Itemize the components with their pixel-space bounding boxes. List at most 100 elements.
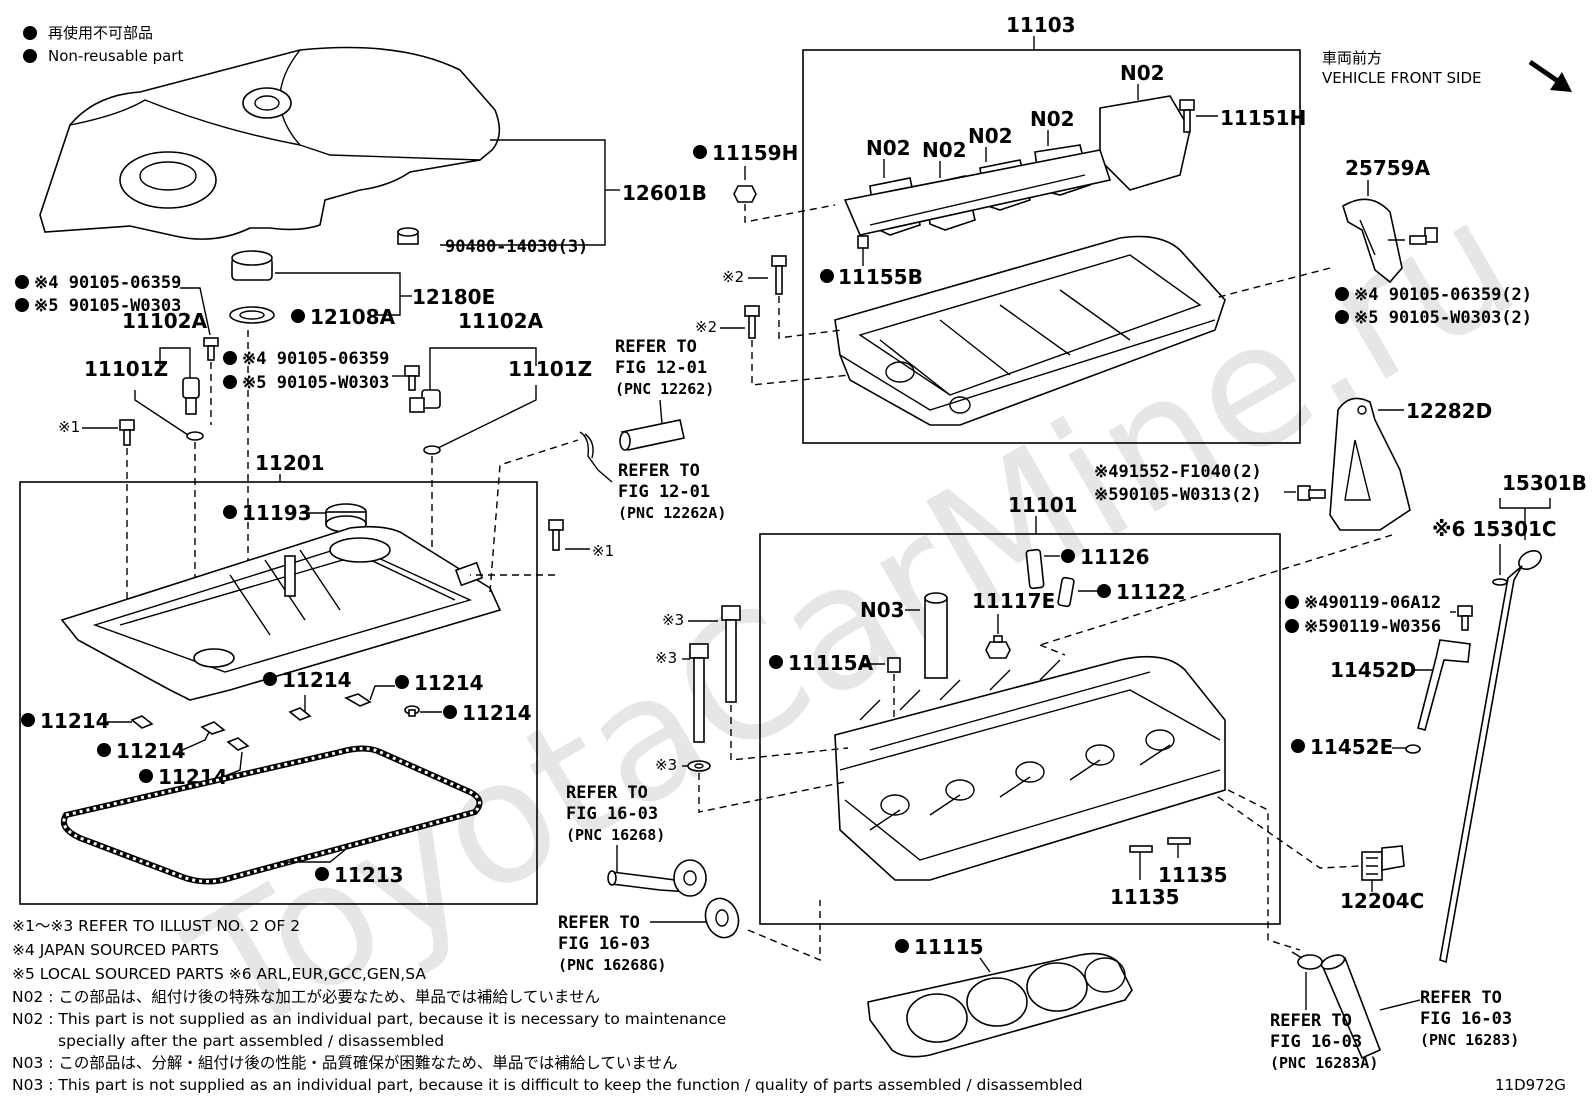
label-N02-2: N02 bbox=[922, 138, 967, 162]
label-15301C: ※6 15301C bbox=[1432, 517, 1557, 541]
label-tl-5: ※5 90105-W0303 bbox=[34, 296, 181, 316]
non-reusable-dot-icon bbox=[1285, 595, 1299, 609]
cam-position-sensor-left[interactable] bbox=[182, 377, 200, 415]
bolt-icon bbox=[203, 337, 219, 361]
non-reusable-dot-icon bbox=[23, 26, 37, 40]
head-cover-group-box bbox=[19, 481, 538, 905]
pcv-hose-clip[interactable] bbox=[579, 431, 599, 471]
plug-11117E[interactable] bbox=[985, 635, 1011, 659]
key-icon bbox=[1129, 845, 1153, 853]
label-N02-1: N02 bbox=[866, 136, 911, 160]
washer-icon bbox=[687, 760, 711, 772]
water-bypass-pipe[interactable] bbox=[607, 859, 707, 897]
pcv-valve[interactable] bbox=[1361, 845, 1405, 881]
label-11101: 11101 bbox=[1008, 493, 1078, 517]
head-cover-gasket[interactable] bbox=[60, 745, 483, 885]
label-11155B: 11155B bbox=[838, 265, 923, 289]
bolt-icon bbox=[548, 519, 564, 551]
label-x3-a: ※3 bbox=[662, 611, 684, 629]
label-11122: 11122 bbox=[1116, 580, 1186, 604]
label-11117E: 11117E bbox=[972, 589, 1055, 613]
ref-16268-l2: FIG 16-03 bbox=[566, 804, 658, 824]
front-jp: 車両前方 bbox=[1322, 49, 1382, 67]
pin-11122[interactable] bbox=[1057, 576, 1075, 608]
label-12282D: 12282D bbox=[1406, 399, 1492, 423]
bolt-icon bbox=[1179, 99, 1195, 133]
pcv-hose[interactable] bbox=[619, 419, 685, 451]
front-arrow-icon bbox=[1528, 59, 1572, 92]
bolt-icon bbox=[119, 419, 135, 446]
ref-12262-l2: FIG 12-01 bbox=[615, 358, 707, 378]
label-12180E: 12180E bbox=[412, 285, 495, 309]
ref-16268-l1: REFER TO bbox=[566, 783, 648, 803]
camshaft-bearing-caps[interactable] bbox=[843, 95, 1191, 236]
bolt-icon bbox=[1457, 605, 1473, 631]
cam-position-sensor-right[interactable] bbox=[409, 389, 441, 413]
engine-hanger-12282D[interactable] bbox=[1329, 397, 1411, 531]
oil-cap-gasket[interactable] bbox=[229, 306, 275, 324]
cylinder-head-cover[interactable] bbox=[60, 525, 502, 701]
label-11115: 11115 bbox=[914, 935, 984, 959]
note-8: N03 : This part is not supplied as an in… bbox=[12, 1076, 1083, 1094]
label-tm-4: ※4 90105-06359 bbox=[242, 349, 389, 369]
bolt-icon bbox=[1409, 227, 1438, 245]
ref-16283A-l2: FIG 16-03 bbox=[1270, 1032, 1362, 1052]
nut-icon bbox=[733, 185, 757, 203]
o-ring-icon bbox=[186, 431, 204, 441]
label-N02-4: N02 bbox=[1030, 107, 1075, 131]
clip-icon bbox=[200, 721, 226, 735]
label-12601B: 12601B bbox=[622, 181, 707, 205]
note-1: ※1～※3 REFER TO ILLUST NO. 2 OF 2 bbox=[12, 917, 300, 935]
label-11452E: 11452E bbox=[1310, 735, 1393, 759]
non-reusable-dot-icon bbox=[223, 505, 237, 519]
oil-level-gauge-guide[interactable] bbox=[1417, 639, 1471, 731]
non-reusable-dot-icon bbox=[443, 705, 457, 719]
pin-11126[interactable] bbox=[1025, 548, 1045, 590]
label-11213: 11213 bbox=[334, 863, 404, 887]
sleeve-N03[interactable] bbox=[924, 592, 948, 679]
water-pipe-gasket[interactable] bbox=[700, 894, 744, 943]
oil-level-gauge[interactable] bbox=[1439, 547, 1544, 964]
cylinder-head-gasket[interactable] bbox=[867, 952, 1133, 1058]
engine-cover[interactable] bbox=[39, 46, 501, 240]
vehicle-front-indicator: 車両前方 VEHICLE FRONT SIDE bbox=[1322, 49, 1572, 92]
non-reusable-dot-icon bbox=[395, 675, 409, 689]
label-12204C: 12204C bbox=[1340, 889, 1424, 913]
label-12108A: 12108A bbox=[310, 305, 396, 329]
legend-en: Non-reusable part bbox=[48, 47, 183, 65]
label-11452D: 11452D bbox=[1330, 658, 1416, 682]
camshaft-housing[interactable] bbox=[834, 235, 1226, 426]
ref-16268G-l3: (PNC 16268G) bbox=[558, 956, 666, 974]
note-3: ※5 LOCAL SOURCED PARTS ※6 ARL,EUR,GCC,GE… bbox=[12, 965, 426, 983]
cylinder-head-box bbox=[759, 533, 1281, 925]
o-ring-icon bbox=[1492, 578, 1508, 586]
non-reusable-dot-icon bbox=[895, 939, 909, 953]
ref-16283A-l1: REFER TO bbox=[1270, 1011, 1352, 1031]
label-tm-5: ※5 90105-W0303 bbox=[242, 373, 389, 393]
non-reusable-dot-icon bbox=[21, 713, 35, 727]
ref-16283-l2: FIG 16-03 bbox=[1420, 1009, 1512, 1029]
ref-16283-l3: (PNC 16283) bbox=[1420, 1031, 1519, 1049]
non-reusable-dot-icon bbox=[97, 743, 111, 757]
clip-icon bbox=[404, 705, 420, 717]
label-x3-b: ※3 bbox=[655, 649, 677, 667]
key-icon bbox=[1167, 837, 1191, 845]
ventilation-hose[interactable] bbox=[1320, 952, 1382, 1060]
label-11101Z-left: 11101Z bbox=[84, 357, 168, 381]
label-11102A-left: 11102A bbox=[122, 309, 208, 333]
label-11101Z-right: 11101Z bbox=[508, 357, 592, 381]
bolt-icon bbox=[1297, 485, 1326, 501]
label-11201: 11201 bbox=[255, 451, 325, 475]
hose-clamp[interactable] bbox=[1291, 951, 1323, 970]
cylinder-head[interactable] bbox=[834, 655, 1226, 881]
o-ring-icon bbox=[423, 445, 441, 455]
oil-filler-cap[interactable] bbox=[231, 250, 273, 281]
bolt-icon bbox=[771, 255, 787, 295]
label-r-5: ※590119-W0356 bbox=[1304, 617, 1441, 637]
ref-16268-l3: (PNC 16268) bbox=[566, 826, 665, 844]
label-r-4: ※490119-06A12 bbox=[1304, 593, 1441, 613]
bracket-25759A[interactable] bbox=[1342, 198, 1403, 284]
note-5: N02 : This part is not supplied as an in… bbox=[12, 1010, 726, 1028]
non-reusable-dot-icon bbox=[223, 375, 237, 389]
